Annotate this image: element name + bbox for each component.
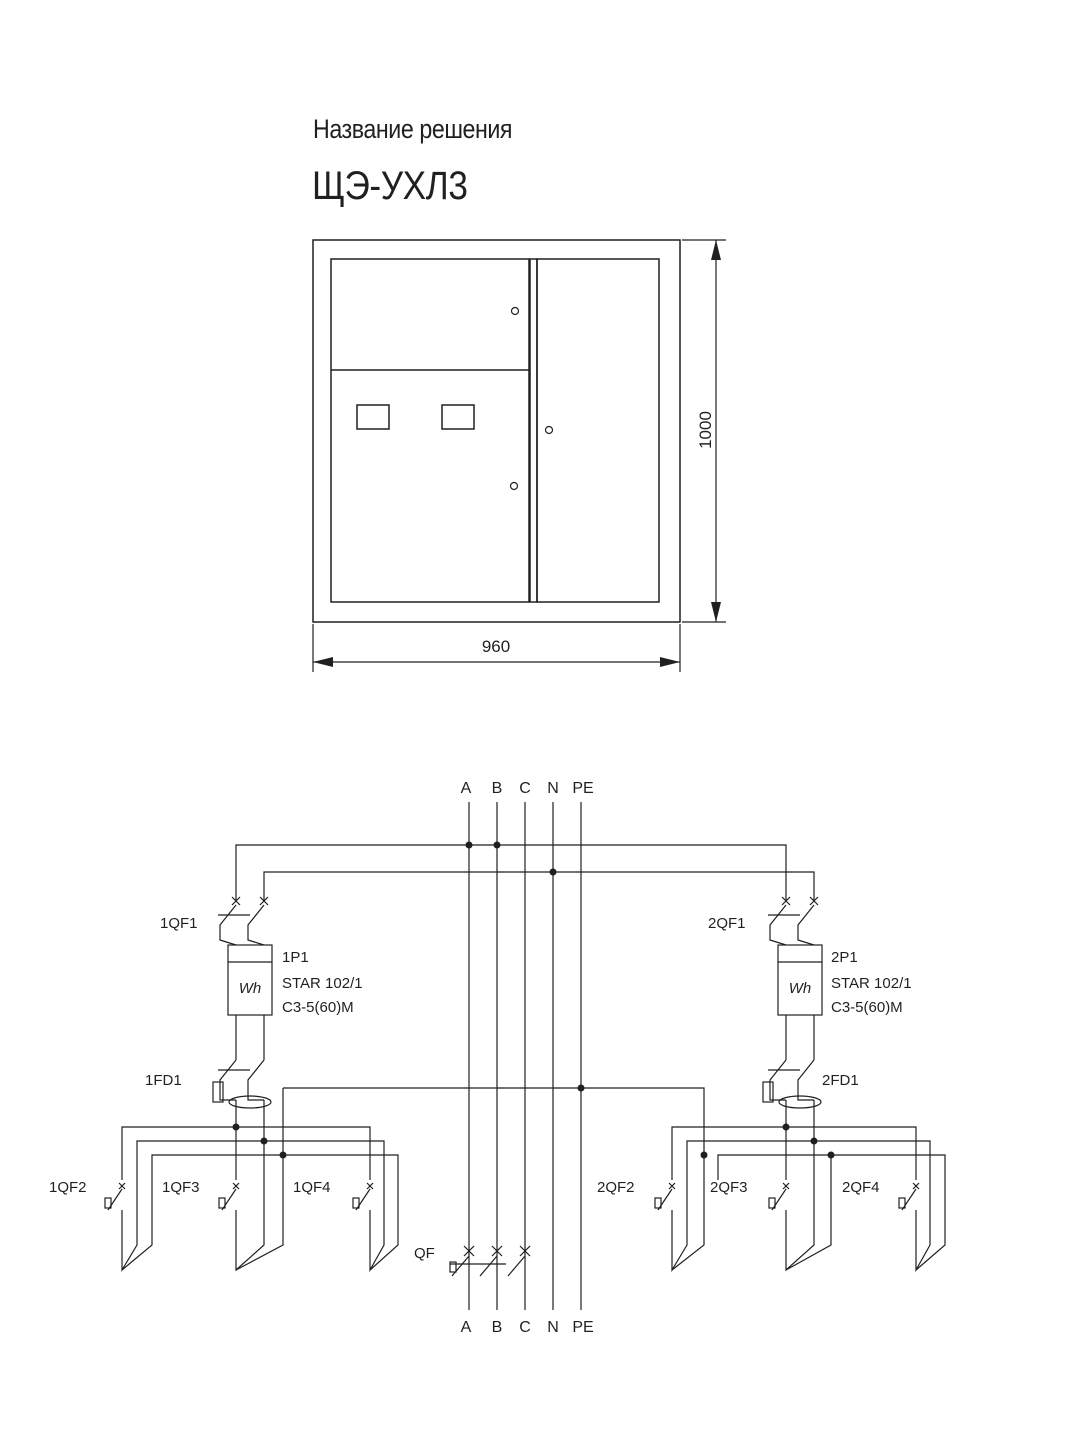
bus-label-c: C xyxy=(519,780,531,797)
bus-label-b: B xyxy=(492,780,503,797)
right-breaker-label: 2QF1 xyxy=(708,915,746,932)
bus-label-a: A xyxy=(461,1319,472,1336)
width-label: 960 xyxy=(482,637,510,656)
left-meter-symbol: Wh xyxy=(239,980,262,997)
left-breaker-label: 1QF1 xyxy=(160,915,198,932)
right-meter-rating: С3-5(60)М xyxy=(831,999,903,1016)
right-door xyxy=(536,258,660,603)
right-meter xyxy=(777,944,823,1016)
left-outgoing-2-label: 1QF3 xyxy=(162,1179,200,1196)
top-feeders xyxy=(235,841,815,900)
lock-lower xyxy=(509,481,519,491)
main-breaker-qf: QF xyxy=(414,1245,531,1277)
right-meter-id: 2P1 xyxy=(831,949,858,966)
height-dimension: 1000 xyxy=(682,239,726,623)
left-branch: 1QF1 xyxy=(49,896,399,1273)
bus-label-a: A xyxy=(461,780,472,797)
lock-upper xyxy=(510,306,520,316)
bus-label-b: B xyxy=(492,1319,503,1336)
cabinet-front-view xyxy=(312,239,681,623)
width-dimension: 960 xyxy=(312,624,681,672)
meter-window-2 xyxy=(441,404,475,430)
solution-subtitle: Название решения xyxy=(313,114,513,144)
single-line-schematic: A B C N PE A B C N PE xyxy=(49,780,946,1336)
left-rcd-label: 1FD1 xyxy=(145,1072,182,1089)
cabinet-outer-frame xyxy=(312,239,681,623)
left-meter-rating: С3-5(60)М xyxy=(282,999,354,1016)
left-meter-model: STAR 102/1 xyxy=(282,975,363,992)
right-outgoing-1-label: 2QF2 xyxy=(597,1179,635,1196)
left-meter xyxy=(227,944,273,1016)
bus-labels-bottom: A B C N PE xyxy=(461,1319,594,1336)
bus-label-n: N xyxy=(547,780,559,797)
right-rcd-label: 2FD1 xyxy=(822,1072,859,1089)
right-branch: 2QF1 xyxy=(597,896,946,1273)
bus-label-c: C xyxy=(519,1319,531,1336)
right-meter-symbol: Wh xyxy=(789,980,812,997)
right-outgoing-3-label: 2QF4 xyxy=(842,1179,880,1196)
bus-label-pe: PE xyxy=(572,1319,593,1336)
left-door xyxy=(330,258,530,603)
left-meter-id: 1P1 xyxy=(282,949,309,966)
right-outgoing-2-label: 2QF3 xyxy=(710,1179,748,1196)
bus-label-pe: PE xyxy=(572,780,593,797)
meter-window-1 xyxy=(356,404,390,430)
rcd-return-bus xyxy=(283,1087,705,1180)
solution-title: ЩЭ-УХЛ3 xyxy=(312,164,468,208)
right-meter-model: STAR 102/1 xyxy=(831,975,912,992)
door-hinge-strip xyxy=(529,258,538,603)
bus-label-n: N xyxy=(547,1319,559,1336)
height-label: 1000 xyxy=(696,411,715,449)
left-outgoing-3-label: 1QF4 xyxy=(293,1179,331,1196)
vertical-buses xyxy=(468,802,582,1310)
left-outgoing-1-label: 1QF2 xyxy=(49,1179,87,1196)
main-breaker-label: QF xyxy=(414,1245,435,1262)
lock-right xyxy=(544,425,554,435)
bus-labels-top: A B C N PE xyxy=(461,780,594,797)
